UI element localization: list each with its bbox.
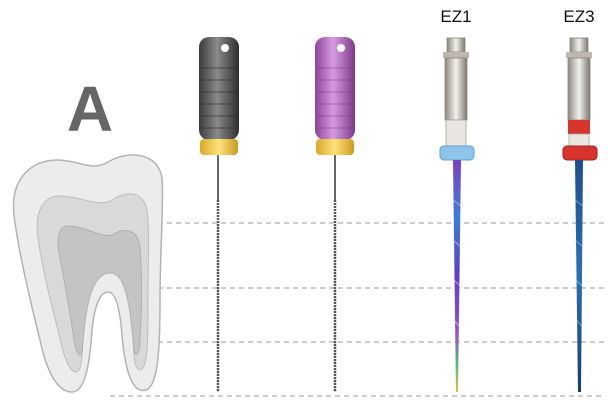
shank-collar — [443, 52, 469, 58]
shank-collar — [566, 52, 592, 58]
file-blade — [575, 160, 583, 392]
rotary-file-ez1 — [440, 38, 474, 392]
file-label-ez3: EZ3 — [549, 7, 608, 27]
color-ring — [563, 146, 597, 160]
file-blade — [453, 160, 461, 392]
file-handle — [199, 37, 239, 140]
tooth-illustration — [13, 155, 162, 392]
guide-lines — [110, 223, 605, 396]
rotary-file-ez3 — [563, 38, 597, 392]
color-ring — [440, 146, 474, 160]
shank-body — [568, 58, 590, 120]
shank-latch — [570, 38, 588, 52]
file-handle — [315, 37, 355, 140]
shank-body — [445, 58, 467, 120]
shank-red-band — [568, 120, 590, 134]
shank-neck — [446, 120, 466, 146]
hand-file-gray — [199, 37, 239, 392]
shank-latch — [447, 38, 465, 52]
handle-hole — [337, 44, 345, 52]
panel-label: A — [60, 74, 120, 144]
hand-file-purple — [315, 37, 355, 392]
stopper — [200, 139, 238, 155]
stopper — [316, 139, 354, 155]
file-label-ez1: EZ1 — [426, 7, 486, 27]
handle-hole — [221, 44, 229, 52]
shank-neck — [569, 134, 589, 146]
